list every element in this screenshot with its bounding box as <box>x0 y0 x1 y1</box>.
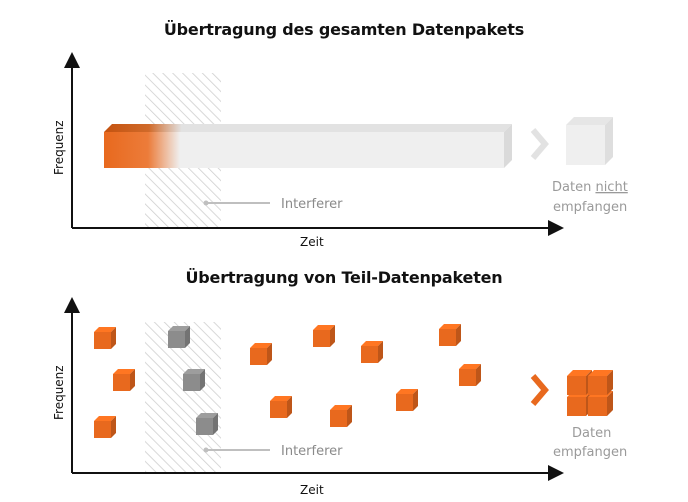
y-axis-label-bottom: Frequenz <box>52 365 66 420</box>
interferer-label-bottom: Interferer <box>281 444 343 459</box>
packet-cube-icon <box>330 405 352 427</box>
packet-cube-icon <box>439 324 461 346</box>
packet-cube-icon <box>250 343 272 365</box>
packet-cube-icon <box>168 326 190 348</box>
bottom-diagram-title: Übertragung von Teil-Datenpaketen <box>185 268 503 287</box>
packet-cubes <box>94 324 481 438</box>
packet-cube-icon <box>94 327 116 349</box>
full-data-packet-bar <box>104 124 512 168</box>
packet-cube-icon <box>113 369 135 391</box>
interferer-label-top: Interferer <box>281 197 343 212</box>
packet-cube-icon <box>94 416 116 438</box>
result-text-bottom-line1: Daten <box>572 426 611 441</box>
top-diagram-title: Übertragung des gesamten Datenpakets <box>163 20 525 39</box>
packet-cube-icon <box>313 325 335 347</box>
result-text-top-line1: Daten nicht <box>552 180 628 195</box>
result-emphasis: nicht <box>595 180 627 195</box>
result-text-bottom-line2: empfangen <box>553 445 627 460</box>
packet-cube-icon <box>459 364 481 386</box>
packet-cube-icon <box>361 341 383 363</box>
result-prefix: Daten <box>552 180 595 195</box>
packet-cube-icon <box>566 117 613 165</box>
y-axis-label-top: Frequenz <box>52 120 66 175</box>
packet-cube-icon <box>270 396 292 418</box>
packet-cube-icon <box>588 370 613 395</box>
bottom-diagram: Interferer Frequenz Zeit Daten empfangen <box>52 297 627 497</box>
top-diagram: Interferer Frequenz Zeit Daten nicht emp… <box>52 52 628 249</box>
x-axis-label-top: Zeit <box>300 235 324 249</box>
result-text-top-line2: empfangen <box>553 200 627 215</box>
packet-cube-icon <box>396 389 418 411</box>
arrow-right-icon <box>530 374 549 406</box>
packet-cube-icon <box>196 413 218 435</box>
stacked-packets-icon <box>567 370 613 416</box>
arrow-right-icon <box>530 128 549 160</box>
x-axis-label-bottom: Zeit <box>300 483 324 497</box>
packet-cube-icon <box>183 369 205 391</box>
